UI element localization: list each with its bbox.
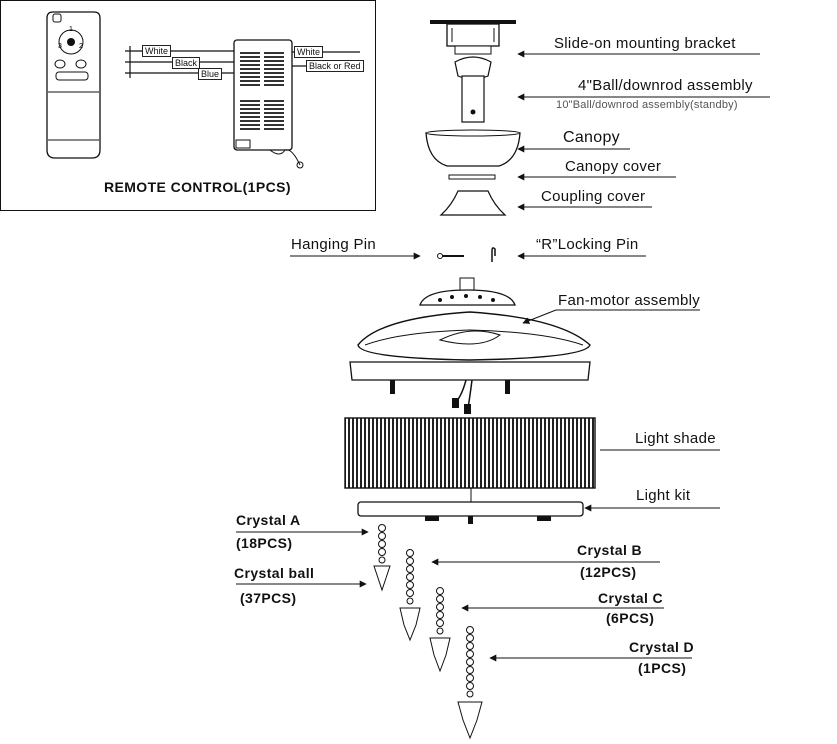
wire-label-black: Black bbox=[172, 57, 201, 69]
remote-control-panel: 3 2 1 bbox=[0, 0, 376, 211]
label-canopy-cover: Canopy cover bbox=[565, 158, 662, 175]
crystal-strand-d bbox=[457, 626, 483, 740]
label-crystal-d-qty: (1PCS) bbox=[638, 660, 687, 676]
leader-arrows bbox=[236, 50, 770, 662]
canopy bbox=[425, 129, 521, 167]
label-locking-pin: “R”Locking Pin bbox=[536, 236, 639, 253]
crystal-strand-b bbox=[399, 549, 421, 642]
label-crystal-b: Crystal B bbox=[577, 542, 643, 558]
label-hanging-pin: Hanging Pin bbox=[291, 236, 377, 253]
label-crystal-ball: Crystal ball bbox=[234, 565, 315, 581]
label-crystal-c: Crystal C bbox=[598, 590, 664, 606]
label-canopy: Canopy bbox=[563, 129, 620, 146]
hanging-pin bbox=[437, 253, 464, 259]
wire-label-white-in: White bbox=[142, 45, 172, 57]
label-crystal-d: Crystal D bbox=[629, 639, 695, 655]
remote-handset: 3 2 1 bbox=[46, 11, 101, 159]
label-crystal-b-qty: (12PCS) bbox=[580, 564, 637, 580]
wire-label-black-or-red: Black or Red bbox=[306, 60, 364, 72]
svg-text:3: 3 bbox=[58, 43, 62, 50]
fan-motor-assembly bbox=[349, 277, 591, 414]
remote-control-title: REMOTE CONTROL(1PCS) bbox=[104, 179, 291, 195]
label-fan-motor: Fan-motor assembly bbox=[558, 292, 701, 309]
crystal-strand-c bbox=[429, 587, 451, 673]
label-light-shade: Light shade bbox=[635, 430, 716, 447]
svg-text:1: 1 bbox=[69, 26, 73, 33]
label-crystal-c-qty: (6PCS) bbox=[606, 610, 655, 626]
crystal-strand-a bbox=[373, 524, 391, 592]
label-downrod: 4"Ball/downrod assembly bbox=[578, 77, 753, 94]
label-light-kit: Light kit bbox=[636, 487, 691, 504]
label-mounting-bracket: Slide-on mounting bracket bbox=[554, 35, 736, 52]
locking-pin bbox=[491, 247, 496, 262]
label-crystal-ball-qty: (37PCS) bbox=[240, 590, 297, 606]
ball-downrod bbox=[454, 56, 492, 123]
light-shade bbox=[344, 417, 596, 489]
svg-text:2: 2 bbox=[79, 43, 83, 50]
label-crystal-a-qty: (18PCS) bbox=[236, 535, 293, 551]
label-coupling-cover: Coupling cover bbox=[541, 188, 646, 205]
wire-label-white-out: White bbox=[294, 46, 324, 58]
canopy-cover bbox=[448, 174, 496, 180]
mounting-bracket bbox=[430, 20, 516, 55]
light-kit bbox=[357, 501, 584, 524]
label-downrod-standby: 10"Ball/downrod assembly(standby) bbox=[556, 99, 738, 111]
receiver-box bbox=[233, 39, 304, 169]
label-crystal-a: Crystal A bbox=[236, 512, 301, 528]
coupling-cover bbox=[439, 190, 507, 216]
wire-label-blue: Blue bbox=[198, 68, 223, 80]
